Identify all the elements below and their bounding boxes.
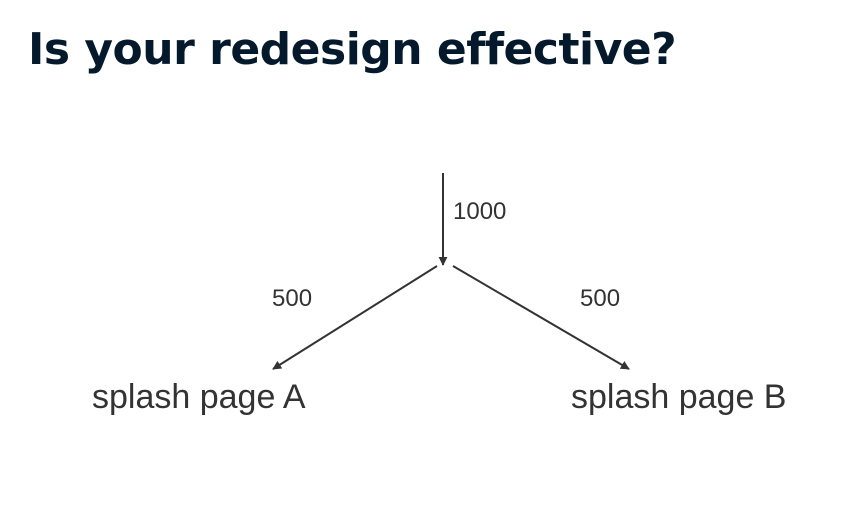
left-branch-count-label: 500	[272, 285, 312, 312]
right-branch-arrow	[452, 265, 630, 370]
left-branch-arrow	[272, 265, 438, 370]
right-branch-count-label: 500	[580, 285, 620, 312]
splash-page-a-label: splash page A	[92, 378, 306, 416]
page-title: Is your redesign effective?	[28, 24, 677, 75]
incoming-count-label: 1000	[453, 198, 506, 225]
splash-page-b-label: splash page B	[571, 378, 787, 416]
